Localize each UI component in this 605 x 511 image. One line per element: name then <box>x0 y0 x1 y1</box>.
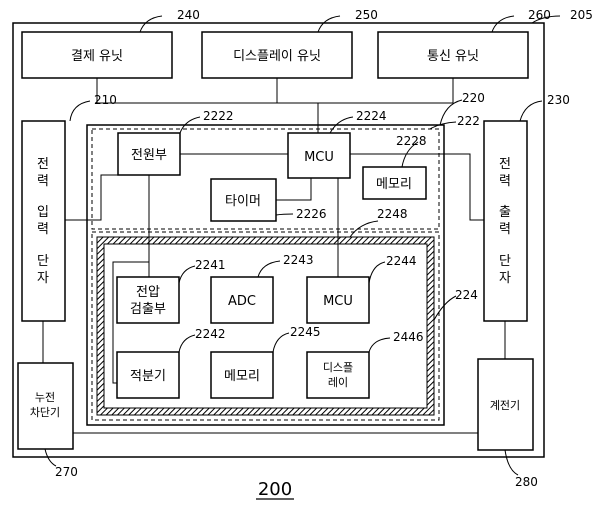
mcu-bottom-label: MCU <box>323 294 353 309</box>
meter-box <box>477 358 534 451</box>
ref-280: 280 <box>515 475 538 489</box>
adc-box <box>210 276 274 324</box>
memory-top-box <box>362 166 427 200</box>
top-bus-line <box>96 78 454 133</box>
upper-dashed-region <box>91 128 440 230</box>
power-input-char-1: 전 <box>37 157 49 172</box>
meter-label: 계전기 <box>490 399 520 412</box>
power-output-char-1: 전 <box>499 157 511 172</box>
mcu-top-box <box>287 132 351 179</box>
integrator-box <box>116 351 180 399</box>
mcu-bottom-box <box>306 276 370 324</box>
ref-270: 270 <box>55 465 78 479</box>
display-unit-label: 디스플레이 유닛 <box>233 49 321 64</box>
voltage-detector-label-1: 전압 <box>136 285 160 300</box>
power-output-char-2: 력 <box>499 174 511 189</box>
timer-box <box>210 178 277 222</box>
ref-260: 260 <box>528 8 551 22</box>
power-input-terminal <box>21 120 66 322</box>
power-output-terminal <box>483 120 528 322</box>
power-input-char-6: 자 <box>37 271 49 286</box>
ref-210: 210 <box>94 93 117 107</box>
timer-label: 타이머 <box>225 194 261 209</box>
display-small-box <box>306 351 370 399</box>
power-input-char-5: 단 <box>37 254 49 269</box>
display-small-label-2: 레이 <box>328 376 348 389</box>
ref-250: 250 <box>355 8 378 22</box>
mcu-top-label: MCU <box>304 150 334 165</box>
memory-bottom-box <box>210 351 274 399</box>
ref-2228: 2228 <box>396 134 427 148</box>
ref-2226: 2226 <box>296 207 327 221</box>
power-input-char-2: 력 <box>37 174 49 189</box>
power-input-char-4: 력 <box>37 222 49 237</box>
payment-unit-label: 결제 유닛 <box>71 49 123 64</box>
main-board <box>86 124 445 426</box>
integrator-label: 적분기 <box>130 369 166 384</box>
power-output-char-3: 출 <box>499 205 511 220</box>
ref-230: 230 <box>547 93 570 107</box>
power-input-char-3: 입 <box>37 205 49 220</box>
comm-unit-box <box>377 31 529 79</box>
ref-2242: 2242 <box>195 327 226 341</box>
power-supply-box <box>117 132 181 176</box>
voltage-detector-label-2: 검출부 <box>130 302 166 317</box>
power-supply-label: 전원부 <box>131 148 167 163</box>
ref-2224: 2224 <box>356 109 387 123</box>
ref-222: 222 <box>457 114 480 128</box>
outer-frame <box>12 22 545 458</box>
adc-label: ADC <box>228 294 256 309</box>
power-output-char-5: 단 <box>499 254 511 269</box>
breaker-box <box>17 362 74 450</box>
ref-2248: 2248 <box>377 207 408 221</box>
ref-2244: 2244 <box>386 254 417 268</box>
ref-2243: 2243 <box>283 253 314 267</box>
memory-top-label: 메모리 <box>376 177 412 192</box>
memory-bottom-label: 메모리 <box>224 369 260 384</box>
power-output-char-6: 자 <box>499 271 511 286</box>
ref-2241: 2241 <box>195 258 226 272</box>
display-small-label-1: 디스플 <box>323 361 353 374</box>
ref-224: 224 <box>455 288 478 302</box>
ref-205: 205 <box>570 8 593 22</box>
ref-220: 220 <box>462 91 485 105</box>
display-unit-box <box>201 31 353 79</box>
ref-2245: 2245 <box>290 325 321 339</box>
power-output-char-4: 력 <box>499 222 511 237</box>
comm-unit-label: 통신 유닛 <box>427 49 479 64</box>
ref-2222: 2222 <box>203 109 234 123</box>
ref-240: 240 <box>177 8 200 22</box>
figure-number: 200 <box>258 479 292 500</box>
breaker-label-2: 차단기 <box>30 406 60 419</box>
lower-dashed-region <box>91 231 440 421</box>
breaker-label-1: 누전 <box>35 391 55 404</box>
connection-lines <box>42 153 506 434</box>
ref-2446: 2446 <box>393 330 424 344</box>
leader-lines <box>44 15 561 476</box>
voltage-detector-box <box>116 276 180 324</box>
